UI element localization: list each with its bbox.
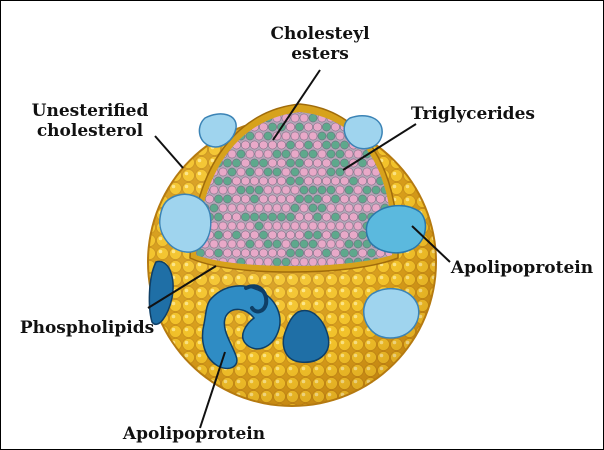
label-cholesteryl-esters: Cholesteyl esters <box>268 24 372 64</box>
label-triglycerides: Triglycerides <box>408 104 538 124</box>
label-apolipoprotein-bottom: Apolipoprotein <box>118 424 270 444</box>
label-unesterified-line2: cholesterol <box>28 121 152 141</box>
label-unesterified-line1: Unesterified <box>28 101 152 121</box>
leader-unesterified-cholesterol <box>155 136 183 168</box>
label-cholesteryl-esters-line1: Cholesteyl <box>268 24 372 44</box>
label-apolipoprotein-right: Apolipoprotein <box>446 258 598 278</box>
label-phospholipids: Phospholipids <box>16 318 158 338</box>
label-cholesteryl-esters-line2: esters <box>268 44 372 64</box>
label-unesterified-cholesterol: Unesterified cholesterol <box>28 101 152 141</box>
